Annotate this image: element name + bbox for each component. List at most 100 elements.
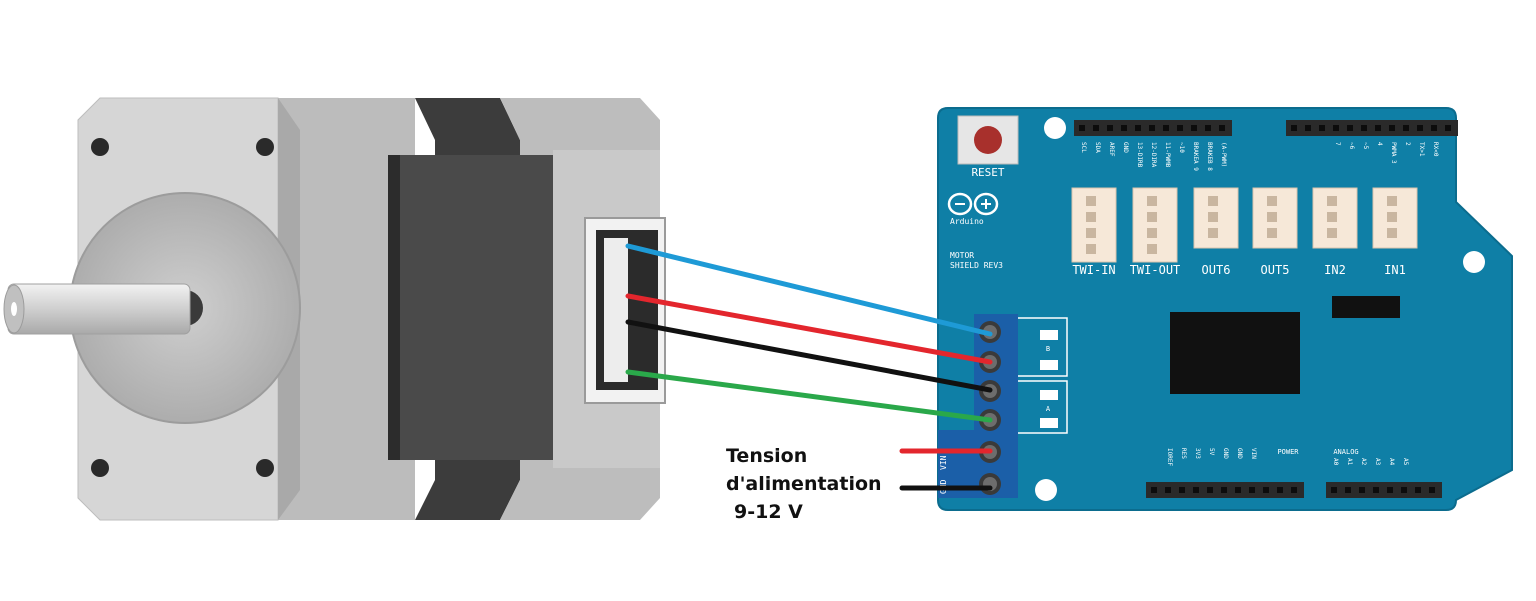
connector-label: IN2 bbox=[1324, 263, 1346, 277]
digital-left-pin bbox=[1121, 125, 1127, 131]
motor-shaft-center bbox=[11, 302, 17, 316]
reset-label: RESET bbox=[971, 166, 1004, 179]
pin-label: A1 bbox=[1346, 458, 1353, 466]
channel-a-label: A bbox=[1046, 405, 1051, 413]
digital-right-pin bbox=[1417, 125, 1423, 131]
pin-label: SCL bbox=[1080, 142, 1087, 153]
pin-label: A5 bbox=[1402, 458, 1409, 466]
digital-left-pin bbox=[1219, 125, 1225, 131]
pin-label: IOREF bbox=[1166, 448, 1173, 466]
analog-header-title: ANALOG bbox=[1333, 448, 1358, 456]
connector-5: IN1 bbox=[1372, 187, 1418, 277]
pin-label: PWMA 3 bbox=[1390, 142, 1397, 164]
connector-4: IN2 bbox=[1312, 187, 1358, 277]
connector-pin bbox=[1267, 212, 1277, 222]
pin-label: GND bbox=[1236, 448, 1243, 459]
analog-pin bbox=[1387, 487, 1393, 493]
analog-pin bbox=[1331, 487, 1337, 493]
digital-right-pin bbox=[1291, 125, 1297, 131]
power-pin bbox=[1207, 487, 1213, 493]
digital-right-pin bbox=[1333, 125, 1339, 131]
arduino-logo-icon bbox=[947, 192, 999, 216]
channel-a-pad bbox=[1040, 390, 1058, 400]
channel-a-pad bbox=[1040, 418, 1058, 428]
digital-right-housing bbox=[1286, 120, 1458, 136]
wires bbox=[625, 243, 993, 491]
digital-header-right bbox=[1286, 120, 1458, 136]
power-pin bbox=[1179, 487, 1185, 493]
digital-right-pin bbox=[1347, 125, 1353, 131]
board-hole-icon bbox=[1035, 479, 1057, 501]
digital-right-pin bbox=[1403, 125, 1409, 131]
connector-pin bbox=[1208, 212, 1218, 222]
connector-pin bbox=[1327, 196, 1337, 206]
motor-connector-pins bbox=[604, 238, 628, 382]
analog-pin bbox=[1345, 487, 1351, 493]
pin-label: ~6 bbox=[1348, 142, 1355, 150]
motor-body-front bbox=[278, 98, 415, 520]
connector-label: OUT5 bbox=[1261, 263, 1290, 277]
model-label-1: MOTOR bbox=[950, 251, 974, 260]
pin-label: 7 bbox=[1334, 142, 1341, 146]
connector-label: IN1 bbox=[1384, 263, 1406, 277]
digital-left-pin bbox=[1135, 125, 1141, 131]
board-hole-icon bbox=[1044, 117, 1066, 139]
connector-3: OUT5 bbox=[1252, 187, 1298, 277]
connector-2: OUT6 bbox=[1193, 187, 1239, 277]
wire-red bbox=[625, 293, 993, 365]
pin-label: AREF bbox=[1108, 142, 1115, 157]
pin-label: 5V bbox=[1208, 448, 1215, 456]
mounting-hole-icon bbox=[91, 138, 109, 156]
analog-housing bbox=[1326, 482, 1442, 498]
pin-label: A0 bbox=[1332, 458, 1339, 466]
analog-pin bbox=[1429, 487, 1435, 493]
digital-left-pin bbox=[1107, 125, 1113, 131]
connector-pin bbox=[1208, 228, 1218, 238]
digital-right-pin bbox=[1305, 125, 1311, 131]
connector-label: OUT6 bbox=[1202, 263, 1231, 277]
power-header-title: POWER bbox=[1277, 448, 1299, 456]
pin-label: A3 bbox=[1374, 458, 1381, 466]
pin-label: TX>1 bbox=[1418, 142, 1425, 157]
digital-left-pin bbox=[1205, 125, 1211, 131]
pin-label: RX<0 bbox=[1432, 142, 1439, 157]
analog-pin bbox=[1373, 487, 1379, 493]
pin-label: BRAKEA 9 bbox=[1192, 142, 1199, 171]
motor-stator-window bbox=[388, 155, 553, 460]
connector-pin bbox=[1086, 196, 1096, 206]
power-pin bbox=[1221, 487, 1227, 493]
mounting-holes bbox=[91, 138, 274, 477]
motor-driver-chip bbox=[1170, 312, 1300, 394]
connector-pin bbox=[1327, 228, 1337, 238]
digital-left-pin bbox=[1191, 125, 1197, 131]
model-label-2: SHIELD REV3 bbox=[950, 261, 1003, 270]
digital-left-pin bbox=[1093, 125, 1099, 131]
wire-green bbox=[625, 369, 993, 423]
pin-label: BRAKEB 8 bbox=[1206, 142, 1213, 171]
pin-label: ~10 bbox=[1178, 142, 1185, 153]
connector-0: TWI-IN bbox=[1071, 187, 1117, 277]
power-pin bbox=[1249, 487, 1255, 493]
pin-label: RES bbox=[1180, 448, 1187, 459]
digital-right-pin bbox=[1319, 125, 1325, 131]
power-pin bbox=[1151, 487, 1157, 493]
reset-button-cap[interactable] bbox=[974, 126, 1002, 154]
connector-label: TWI-IN bbox=[1072, 263, 1115, 277]
analog-pin bbox=[1359, 487, 1365, 493]
power-pin bbox=[1193, 487, 1199, 493]
supply-line-2: d'alimentation bbox=[726, 473, 882, 495]
mounting-hole-icon bbox=[91, 459, 109, 477]
connector-pin bbox=[1086, 244, 1096, 254]
power-pin bbox=[1277, 487, 1283, 493]
connector-pin bbox=[1147, 212, 1157, 222]
supply-line-1: Tension bbox=[726, 445, 808, 467]
pin-label: 11-PWMB bbox=[1164, 142, 1171, 168]
pin-label: 2 bbox=[1404, 142, 1411, 146]
digital-left-pin bbox=[1177, 125, 1183, 131]
